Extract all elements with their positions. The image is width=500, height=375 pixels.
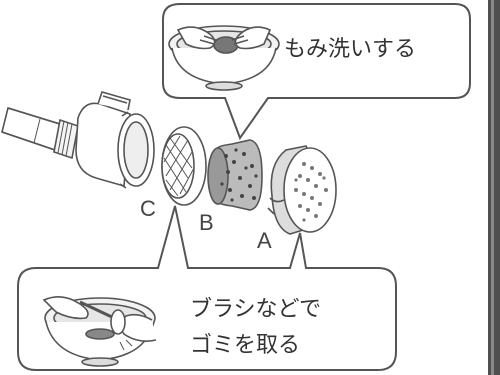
top-callout: もみ洗いする [162,3,471,141]
side-edge-bar-stripe [491,0,494,375]
brush-icon [79,300,115,320]
hose-coupling [1,91,155,189]
top-callout-text: もみ洗いする [284,37,416,62]
part-a-label: A [257,228,272,253]
brush-basin-icon [42,296,157,367]
part-b-label: B [199,210,214,235]
cap-holes [294,162,328,222]
filter-mesh [163,135,195,197]
bottom-callout-line1: ブラシなどで [190,297,321,322]
washing-basin-icon [168,25,280,91]
side-edge-bar [488,0,500,375]
bottom-callout-line2: ゴミを取る [190,333,300,358]
part-c-filter [161,126,207,206]
part-b-sponge [207,139,263,211]
part-c-label: C [140,196,156,221]
threaded-connector [53,118,79,160]
bottom-callout: ブラシなどで ゴミを取る [17,205,397,371]
sponge-texture [220,148,258,202]
part-a-cap [267,145,337,235]
